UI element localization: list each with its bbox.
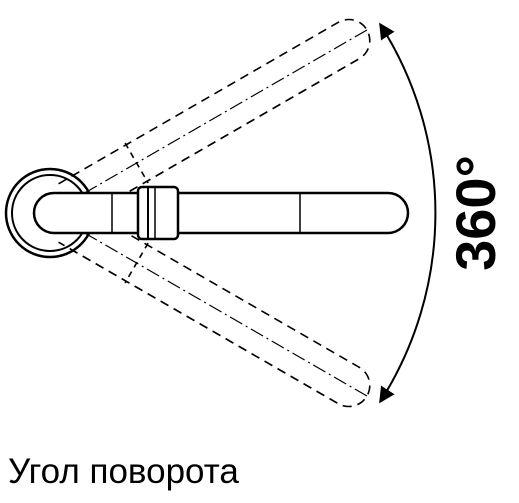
spout-outline-upper [58, 18, 371, 221]
spout-outline-lower [58, 205, 371, 408]
spout-collar [136, 185, 180, 241]
rotation-arc [379, 22, 437, 404]
spout-upper-outline [58, 18, 371, 221]
spout-upper-centerline [84, 27, 371, 194]
spout-lower-collar [124, 242, 149, 284]
spout-lower-outline [58, 205, 371, 408]
faucet-spout [32, 185, 410, 241]
spout-tube [32, 191, 410, 235]
faucet-swivel-diagram: 360° [4, 18, 507, 408]
angle-label: 360° [444, 155, 507, 271]
spout-lower-centerline [84, 232, 371, 399]
spout-upper-collar [124, 142, 149, 184]
caption: Угол поворота [8, 452, 239, 491]
